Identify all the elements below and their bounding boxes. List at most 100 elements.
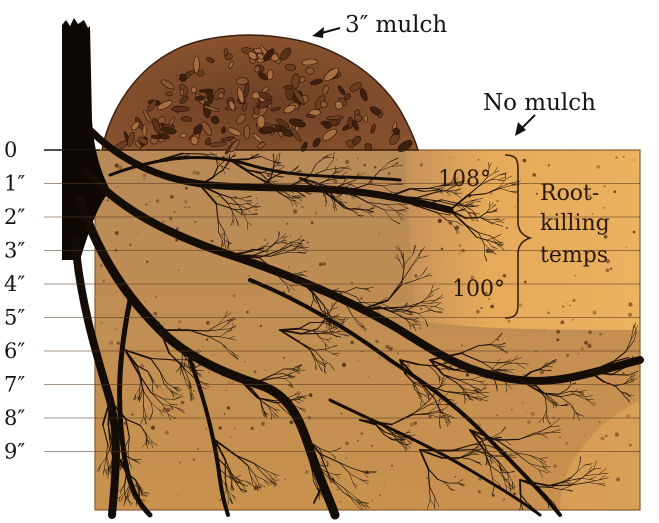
- soil-speck: [193, 390, 195, 392]
- soil-speck: [360, 315, 361, 316]
- soil-speck: [357, 440, 359, 442]
- mulch-chip: [224, 48, 228, 56]
- soil-speck: [490, 305, 494, 309]
- soil-speck: [506, 227, 508, 229]
- soil-speck: [145, 301, 146, 302]
- soil-speck: [420, 163, 423, 166]
- soil-speck: [345, 479, 346, 480]
- soil-speck: [211, 240, 214, 243]
- soil-speck: [143, 178, 145, 180]
- soil-speck: [540, 370, 544, 374]
- soil-speck: [251, 154, 254, 157]
- soil-speck: [578, 353, 579, 354]
- mulch-chip: [180, 89, 184, 96]
- root-killing-line-2: killing: [540, 211, 610, 236]
- soil-speck: [591, 402, 595, 406]
- soil-speck: [588, 330, 592, 334]
- depth-tick-label: 9″: [4, 440, 25, 464]
- soil-speck: [340, 501, 342, 503]
- soil-speck: [523, 159, 527, 163]
- soil-speck: [233, 294, 236, 297]
- soil-speck: [315, 212, 318, 215]
- soil-speck: [628, 313, 632, 317]
- soil-speck: [573, 299, 576, 302]
- fine-root: [520, 480, 521, 494]
- mulch-chip: [244, 125, 250, 139]
- soil-speck: [363, 172, 365, 174]
- soil-speck: [179, 462, 181, 464]
- soil-speck: [146, 261, 149, 264]
- soil-speck: [156, 199, 159, 202]
- soil-speck: [165, 431, 169, 435]
- fine-root: [230, 159, 248, 160]
- soil-speck: [131, 413, 134, 416]
- soil-speck: [522, 402, 524, 404]
- soil-speck: [251, 427, 254, 430]
- soil-speck: [258, 486, 261, 489]
- soil-speck: [372, 500, 373, 501]
- soil-speck: [593, 311, 597, 315]
- soil-speck: [162, 220, 164, 222]
- soil-speck: [477, 159, 479, 161]
- soil-speck: [290, 420, 294, 424]
- soil-speck: [562, 305, 564, 307]
- soil-speck: [246, 311, 249, 314]
- soil-speck: [323, 262, 326, 265]
- soil-speck: [248, 275, 250, 277]
- soil-speck: [519, 303, 522, 306]
- soil-speck: [374, 166, 376, 168]
- soil-speck: [543, 329, 545, 331]
- no-mulch-arrow: [515, 115, 535, 136]
- fine-root: [420, 450, 452, 451]
- soil-speck: [438, 219, 442, 223]
- soil-speck: [229, 382, 231, 384]
- soil-speck: [444, 483, 445, 484]
- depth-tick-label: 3″: [4, 239, 25, 263]
- soil-speck: [363, 164, 366, 167]
- soil-speck: [289, 235, 291, 237]
- soil-speck: [581, 348, 584, 351]
- soil-speck: [293, 209, 297, 213]
- soil-speck: [496, 414, 498, 416]
- soil-speck: [397, 353, 399, 355]
- soil-speck: [311, 221, 314, 224]
- soil-speck: [623, 156, 625, 158]
- soil-speck: [461, 344, 463, 346]
- fine-root: [549, 485, 571, 486]
- soil-speck: [346, 457, 348, 459]
- soil-speck: [525, 412, 526, 413]
- soil-speck: [556, 338, 559, 341]
- soil-speck: [307, 241, 309, 243]
- soil-speck: [232, 382, 234, 384]
- soil-speck: [222, 233, 225, 236]
- soil-speck: [197, 448, 199, 450]
- soil-speck: [419, 327, 421, 329]
- depth-tick-label: 6″: [4, 339, 25, 363]
- soil-speck: [301, 206, 303, 208]
- soil-speck: [497, 200, 499, 202]
- soil-speck: [570, 305, 571, 306]
- soil-speck: [100, 264, 102, 266]
- root-killing-line-1: Root-: [540, 181, 599, 206]
- soil-speck: [566, 354, 569, 357]
- soil-speck: [615, 432, 619, 436]
- soil-speck: [196, 171, 200, 175]
- soil-speck: [584, 341, 588, 345]
- soil-speck: [378, 232, 380, 234]
- soil-speck: [184, 200, 188, 204]
- soil-speck: [426, 196, 428, 198]
- soil-speck: [193, 458, 195, 460]
- mulch-arrow: [312, 27, 340, 38]
- soil-speck: [333, 179, 337, 183]
- soil-speck: [145, 203, 147, 205]
- soil-speck: [388, 172, 391, 175]
- soil-speck: [584, 435, 585, 436]
- soil-speck: [286, 223, 288, 225]
- depth-tick-label: 2″: [4, 205, 25, 229]
- soil-speck: [192, 170, 196, 174]
- soil-speck: [459, 244, 462, 247]
- soil-speck: [404, 219, 405, 220]
- soil-speck: [153, 312, 157, 316]
- soil-speck: [610, 267, 613, 270]
- soil-speck: [181, 401, 184, 404]
